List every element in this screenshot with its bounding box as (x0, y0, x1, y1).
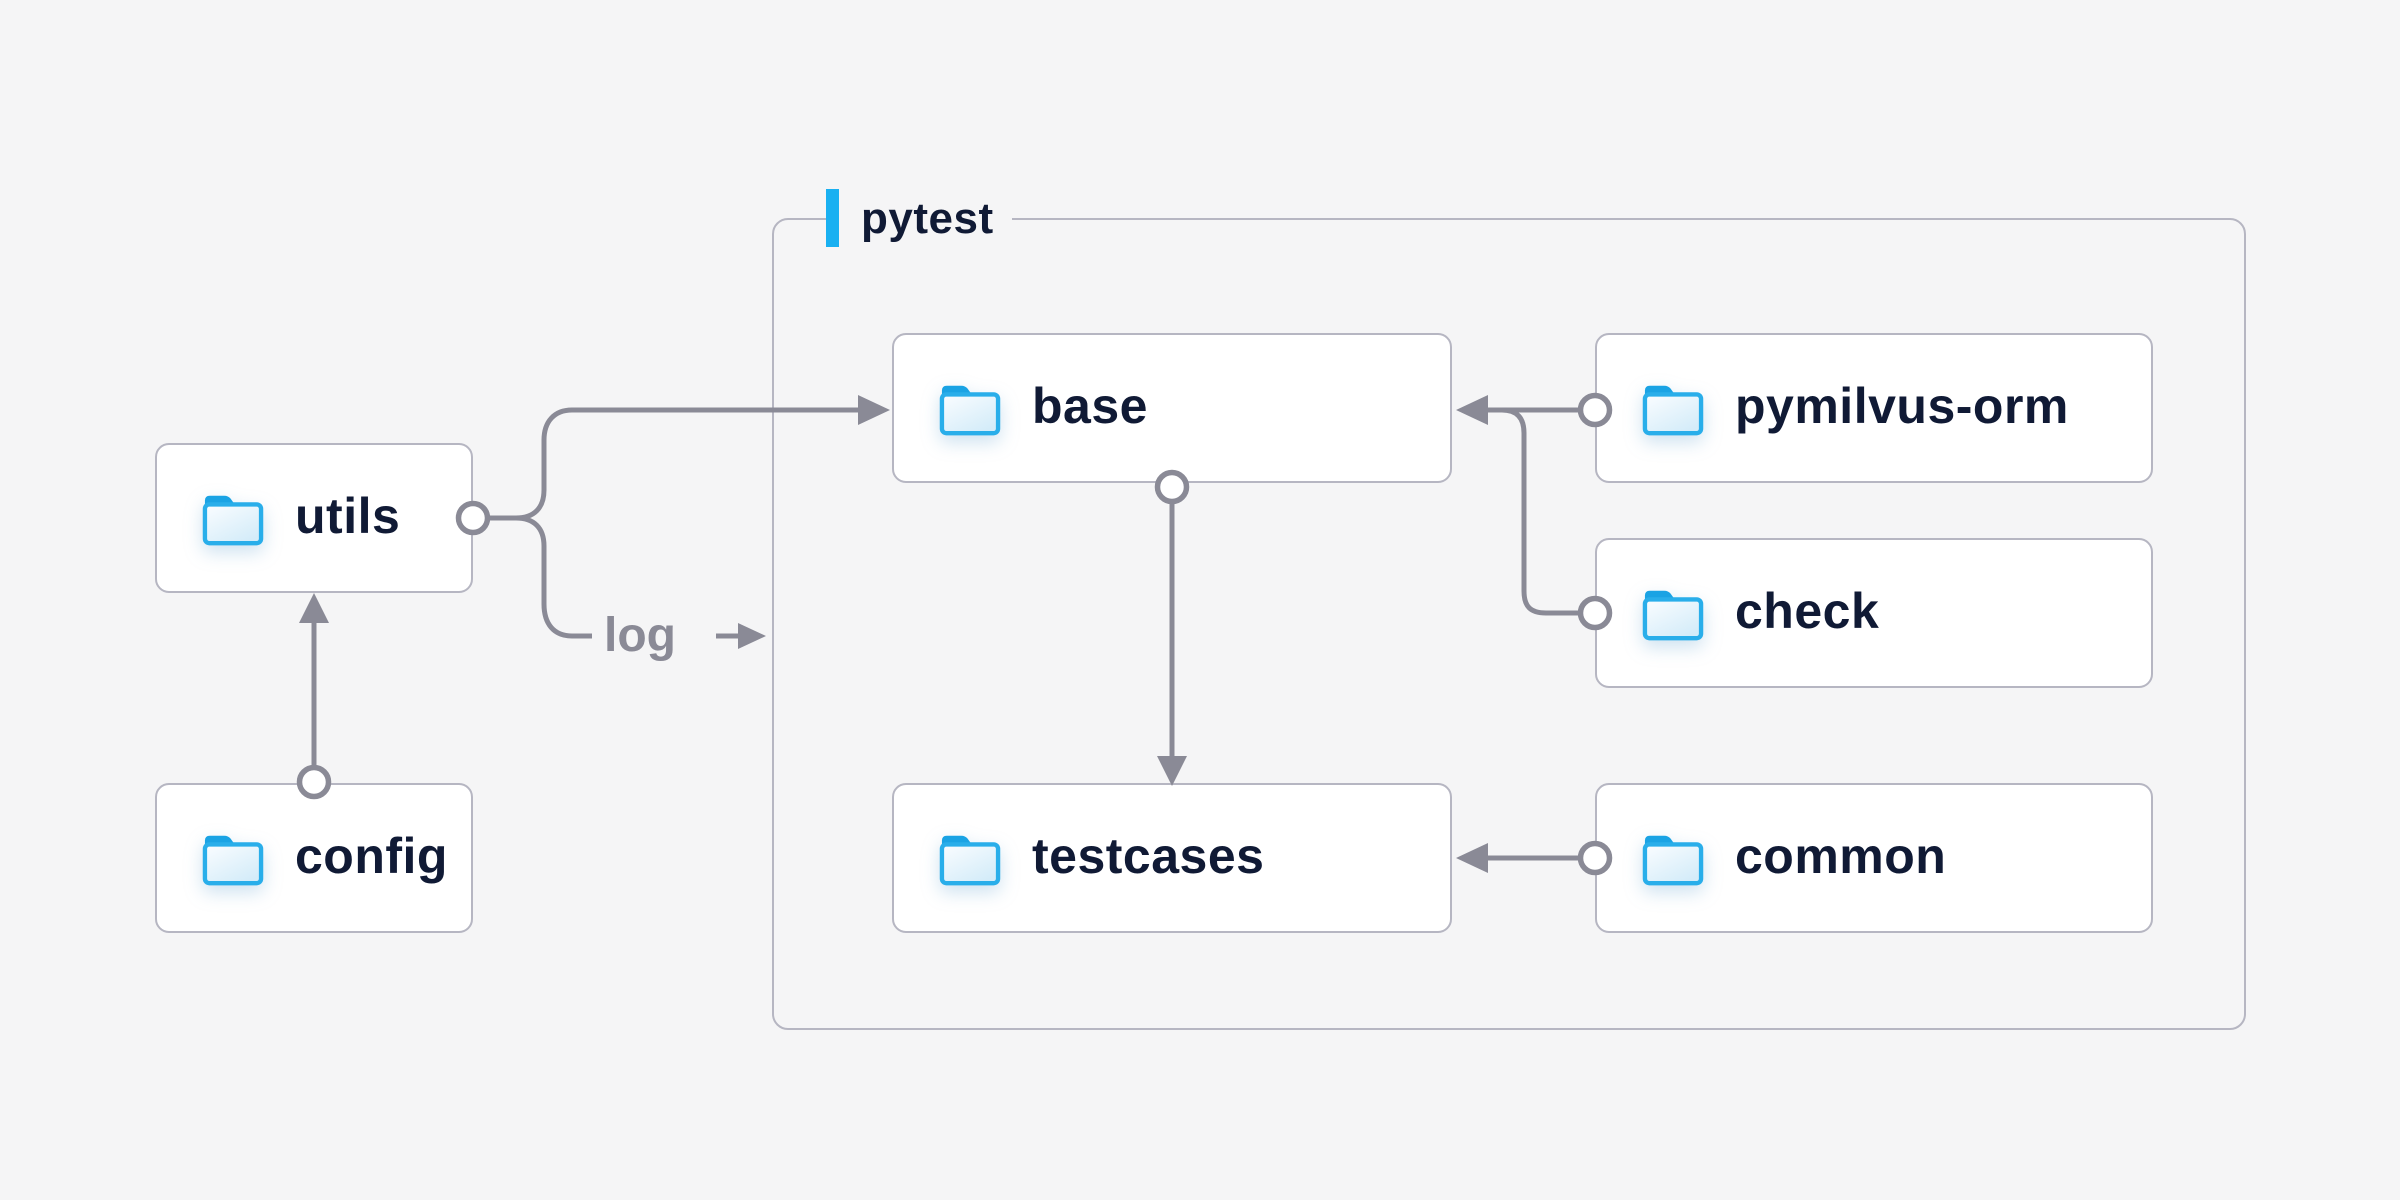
node-common: common (1595, 783, 2153, 933)
node-check-label: check (1735, 583, 1880, 639)
folder-icon (934, 828, 1006, 888)
folder-icon (197, 488, 269, 548)
node-utils: utils (155, 443, 473, 593)
node-common-label: common (1735, 828, 1947, 884)
folder-icon (197, 828, 269, 888)
folder-icon (1637, 378, 1709, 438)
folder-icon (934, 378, 1006, 438)
folder-icon (1637, 828, 1709, 888)
node-pymilvus-orm: pymilvus-orm (1595, 333, 2153, 483)
node-config: config (155, 783, 473, 933)
edge-config-utils (296, 593, 332, 800)
pytest-accent-bar (826, 189, 839, 247)
edge-label-log: log (604, 609, 676, 662)
node-base: base (892, 333, 1452, 483)
node-pymilvus-orm-label: pymilvus-orm (1735, 378, 2069, 434)
pytest-group-label: pytest (826, 188, 1012, 248)
node-testcases-label: testcases (1032, 828, 1265, 884)
node-testcases: testcases (892, 783, 1452, 933)
pytest-group-title: pytest (861, 194, 994, 243)
pytest-group (772, 218, 2246, 1030)
node-config-label: config (295, 828, 448, 884)
node-base-label: base (1032, 378, 1148, 434)
node-utils-label: utils (295, 488, 401, 544)
node-check: check (1595, 538, 2153, 688)
folder-icon (1637, 583, 1709, 643)
log-arrow-icon (738, 623, 766, 649)
